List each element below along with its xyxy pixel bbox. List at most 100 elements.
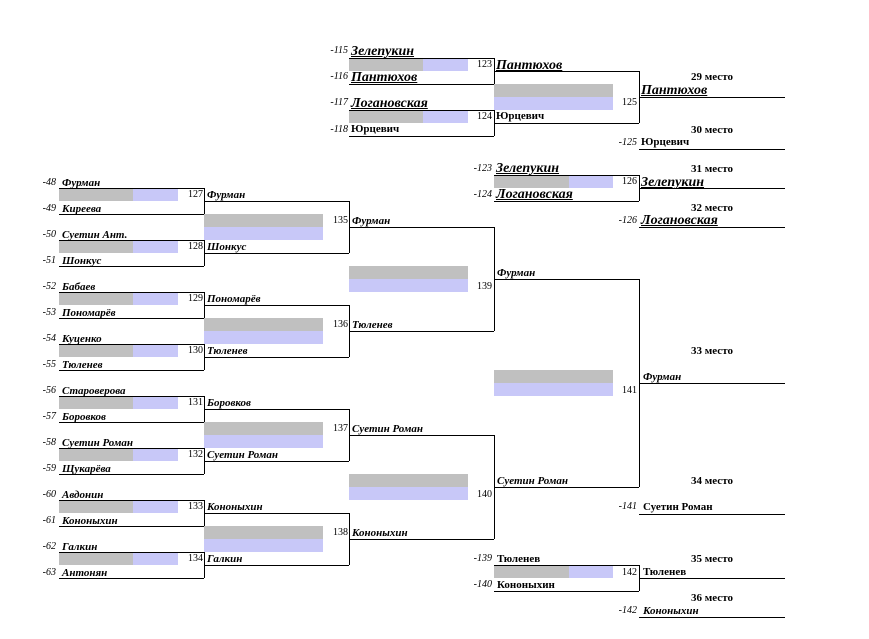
score-bar-gray [59,553,133,565]
player-name: Юрцевич [351,123,400,135]
seed-number: -49 [42,203,56,214]
bracket-line [59,318,204,319]
player-name: Пантюхов [351,70,418,85]
player-name: Кононыхин [62,515,118,527]
match-number: 128 [188,241,203,252]
bracket-line [639,227,785,228]
bracket-line [349,58,494,59]
score-bar-gray [204,526,323,539]
player-name: Зелепукин [496,161,560,176]
place-title: 36 место [691,592,733,604]
seed-number: -52 [42,281,56,292]
place-title: 35 место [691,553,733,565]
score-bar [204,318,323,344]
seed-number: -141 [618,501,637,512]
score-bar-blue [494,97,613,110]
player-name: Тюленев [352,319,393,331]
score-bar-gray [59,241,133,253]
match-number: 137 [333,423,348,434]
match-number: 136 [333,319,348,330]
match-number: 127 [188,189,203,200]
seed-number: -142 [618,605,637,616]
score-bar-gray [349,266,468,279]
bracket-line [59,500,204,501]
player-name: Староверова [62,385,126,397]
player-name: Кононыхин [497,579,555,591]
bracket-line [349,110,494,111]
score-bar [204,214,323,240]
seed-number: -55 [42,359,56,370]
player-name: Суетин Ант. [62,229,128,241]
place-title: 31 место [691,163,733,175]
bracket-line [639,188,785,189]
score-bar-blue [569,566,613,578]
match-number: 135 [333,215,348,226]
bracket-line [639,578,785,579]
match-number: 133 [188,501,203,512]
score-bar-blue [204,331,323,344]
seed-number: -50 [42,229,56,240]
score-bar [494,370,613,396]
score-bar-gray [59,397,133,409]
bracket-line [59,240,204,241]
match-number: 141 [622,385,637,396]
place-title: 33 место [691,345,733,357]
player-name: Фурман [207,189,246,201]
bracket-line [494,71,639,72]
match-number: 124 [477,111,492,122]
bracket-line [59,292,204,293]
bracket-line [59,266,204,267]
player-name: Фурман [643,371,682,383]
score-bar [59,293,178,305]
bracket-line [204,305,349,306]
player-name: Логановская [351,96,428,111]
bracket-line [349,136,494,137]
player-name: Шонкус [62,255,102,267]
bracket-line [59,396,204,397]
bracket-line [349,227,494,228]
bracket-line [639,149,785,150]
player-name: Фурман [62,177,101,189]
bracket-line [494,487,639,488]
place-title: 32 место [691,202,733,214]
bracket-line [639,617,785,618]
score-bar-gray [349,474,468,487]
seed-number: -54 [42,333,56,344]
score-bar [349,59,468,71]
player-name: Суетин Роман [207,449,279,461]
score-bar-blue [204,227,323,240]
score-bar-gray [204,318,323,331]
match-number: 132 [188,449,203,460]
seed-number: -115 [330,45,348,56]
score-bar-blue [133,553,178,565]
match-number: 131 [188,397,203,408]
bracket-line [349,331,494,332]
bracket-line [494,279,639,280]
score-bar [59,397,178,409]
bracket-line [349,435,494,436]
bracket-line [494,175,639,176]
bracket-line [349,539,494,540]
seed-number: -124 [473,189,492,200]
score-bar [59,241,178,253]
place-title: 30 место [691,124,733,136]
player-name: Галкин [62,541,98,553]
player-name: Антонян [62,567,108,579]
score-bar [59,449,178,461]
player-name: Тюленев [497,553,541,565]
bracket-line [204,461,349,462]
bracket-line [204,253,349,254]
score-bar-blue [133,449,178,461]
seed-number: -60 [42,489,56,500]
match-number: 129 [188,293,203,304]
bracket-line [59,578,204,579]
match-number: 134 [188,553,203,564]
player-name: Пономарёв [62,307,116,319]
bracket-line [349,84,494,85]
score-bar [59,189,178,201]
score-bar [349,474,468,500]
bracket-line [59,552,204,553]
score-bar-gray [59,293,133,305]
seed-number: -139 [473,553,492,564]
